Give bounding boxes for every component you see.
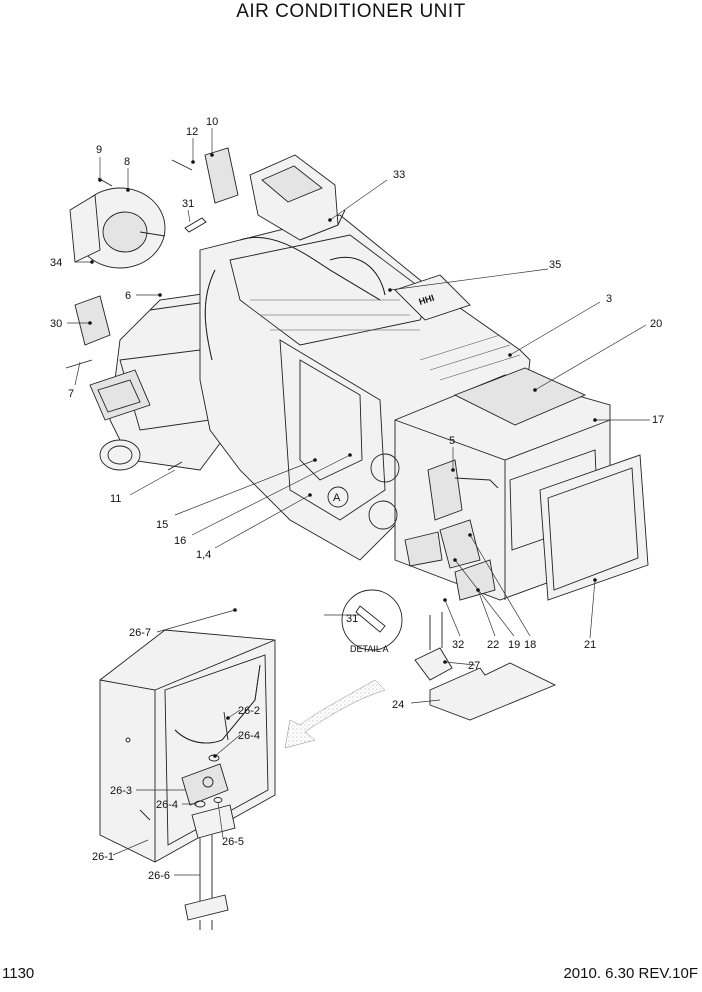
callout-21: 21 <box>584 639 596 651</box>
callout-5: 5 <box>449 435 455 447</box>
callout-9: 9 <box>96 144 102 156</box>
callout-7: 7 <box>68 388 74 400</box>
callout-12: 12 <box>186 126 198 138</box>
page-title: AIR CONDITIONER UNIT <box>236 1 466 22</box>
callout-26-5: 26-5 <box>222 836 244 848</box>
callout-26-7: 26-7 <box>129 627 151 639</box>
callout-27: 27 <box>468 660 480 672</box>
detail-a-label: DETAIL A <box>350 644 389 654</box>
callout-19: 19 <box>508 639 520 651</box>
callout-22: 22 <box>487 639 499 651</box>
callout-11: 11 <box>110 493 121 505</box>
callout-26-2: 26-2 <box>238 705 260 717</box>
callout-20: 20 <box>650 318 662 330</box>
callout-26-4-top: 26-4 <box>238 730 260 742</box>
callout-26-6: 26-6 <box>148 870 170 882</box>
callout-32: 32 <box>452 639 464 651</box>
callout-33: 33 <box>393 169 405 181</box>
callout-35: 35 <box>549 259 561 271</box>
callout-26-4-bottom: 26-4 <box>156 799 178 811</box>
callout-26-1: 26-1 <box>92 851 114 863</box>
callout-15: 15 <box>156 519 168 531</box>
callout-17: 17 <box>652 414 664 426</box>
callout-3: 3 <box>606 293 612 305</box>
callout-8: 8 <box>124 156 130 168</box>
detail-a-bubble: DETAIL A <box>341 589 403 654</box>
callout-10: 10 <box>206 116 218 128</box>
callout-labels: 9 8 12 10 31 33 34 35 6 3 30 20 7 17 5 1… <box>50 116 664 882</box>
leader-lines <box>67 128 650 876</box>
callout-30: 30 <box>50 318 62 330</box>
callout-34: 34 <box>50 257 62 269</box>
main-housing: A <box>69 147 649 601</box>
callout-1-4: 1,4 <box>196 549 211 561</box>
revision-date: 2010. 6.30 REV.10F <box>563 965 698 982</box>
evaporator-core <box>99 629 276 930</box>
callout-16: 16 <box>174 535 186 547</box>
hhi-nameplate: HHI <box>418 293 436 307</box>
page-number: 1130 <box>2 965 35 982</box>
callout-31-detail: 31 <box>346 613 358 625</box>
callout-26-3: 26-3 <box>110 785 132 797</box>
callout-31-top: 31 <box>182 198 194 210</box>
callout-a: A <box>333 492 341 504</box>
callout-6: 6 <box>125 290 131 302</box>
callout-18: 18 <box>524 639 536 651</box>
callout-24: 24 <box>392 699 404 711</box>
